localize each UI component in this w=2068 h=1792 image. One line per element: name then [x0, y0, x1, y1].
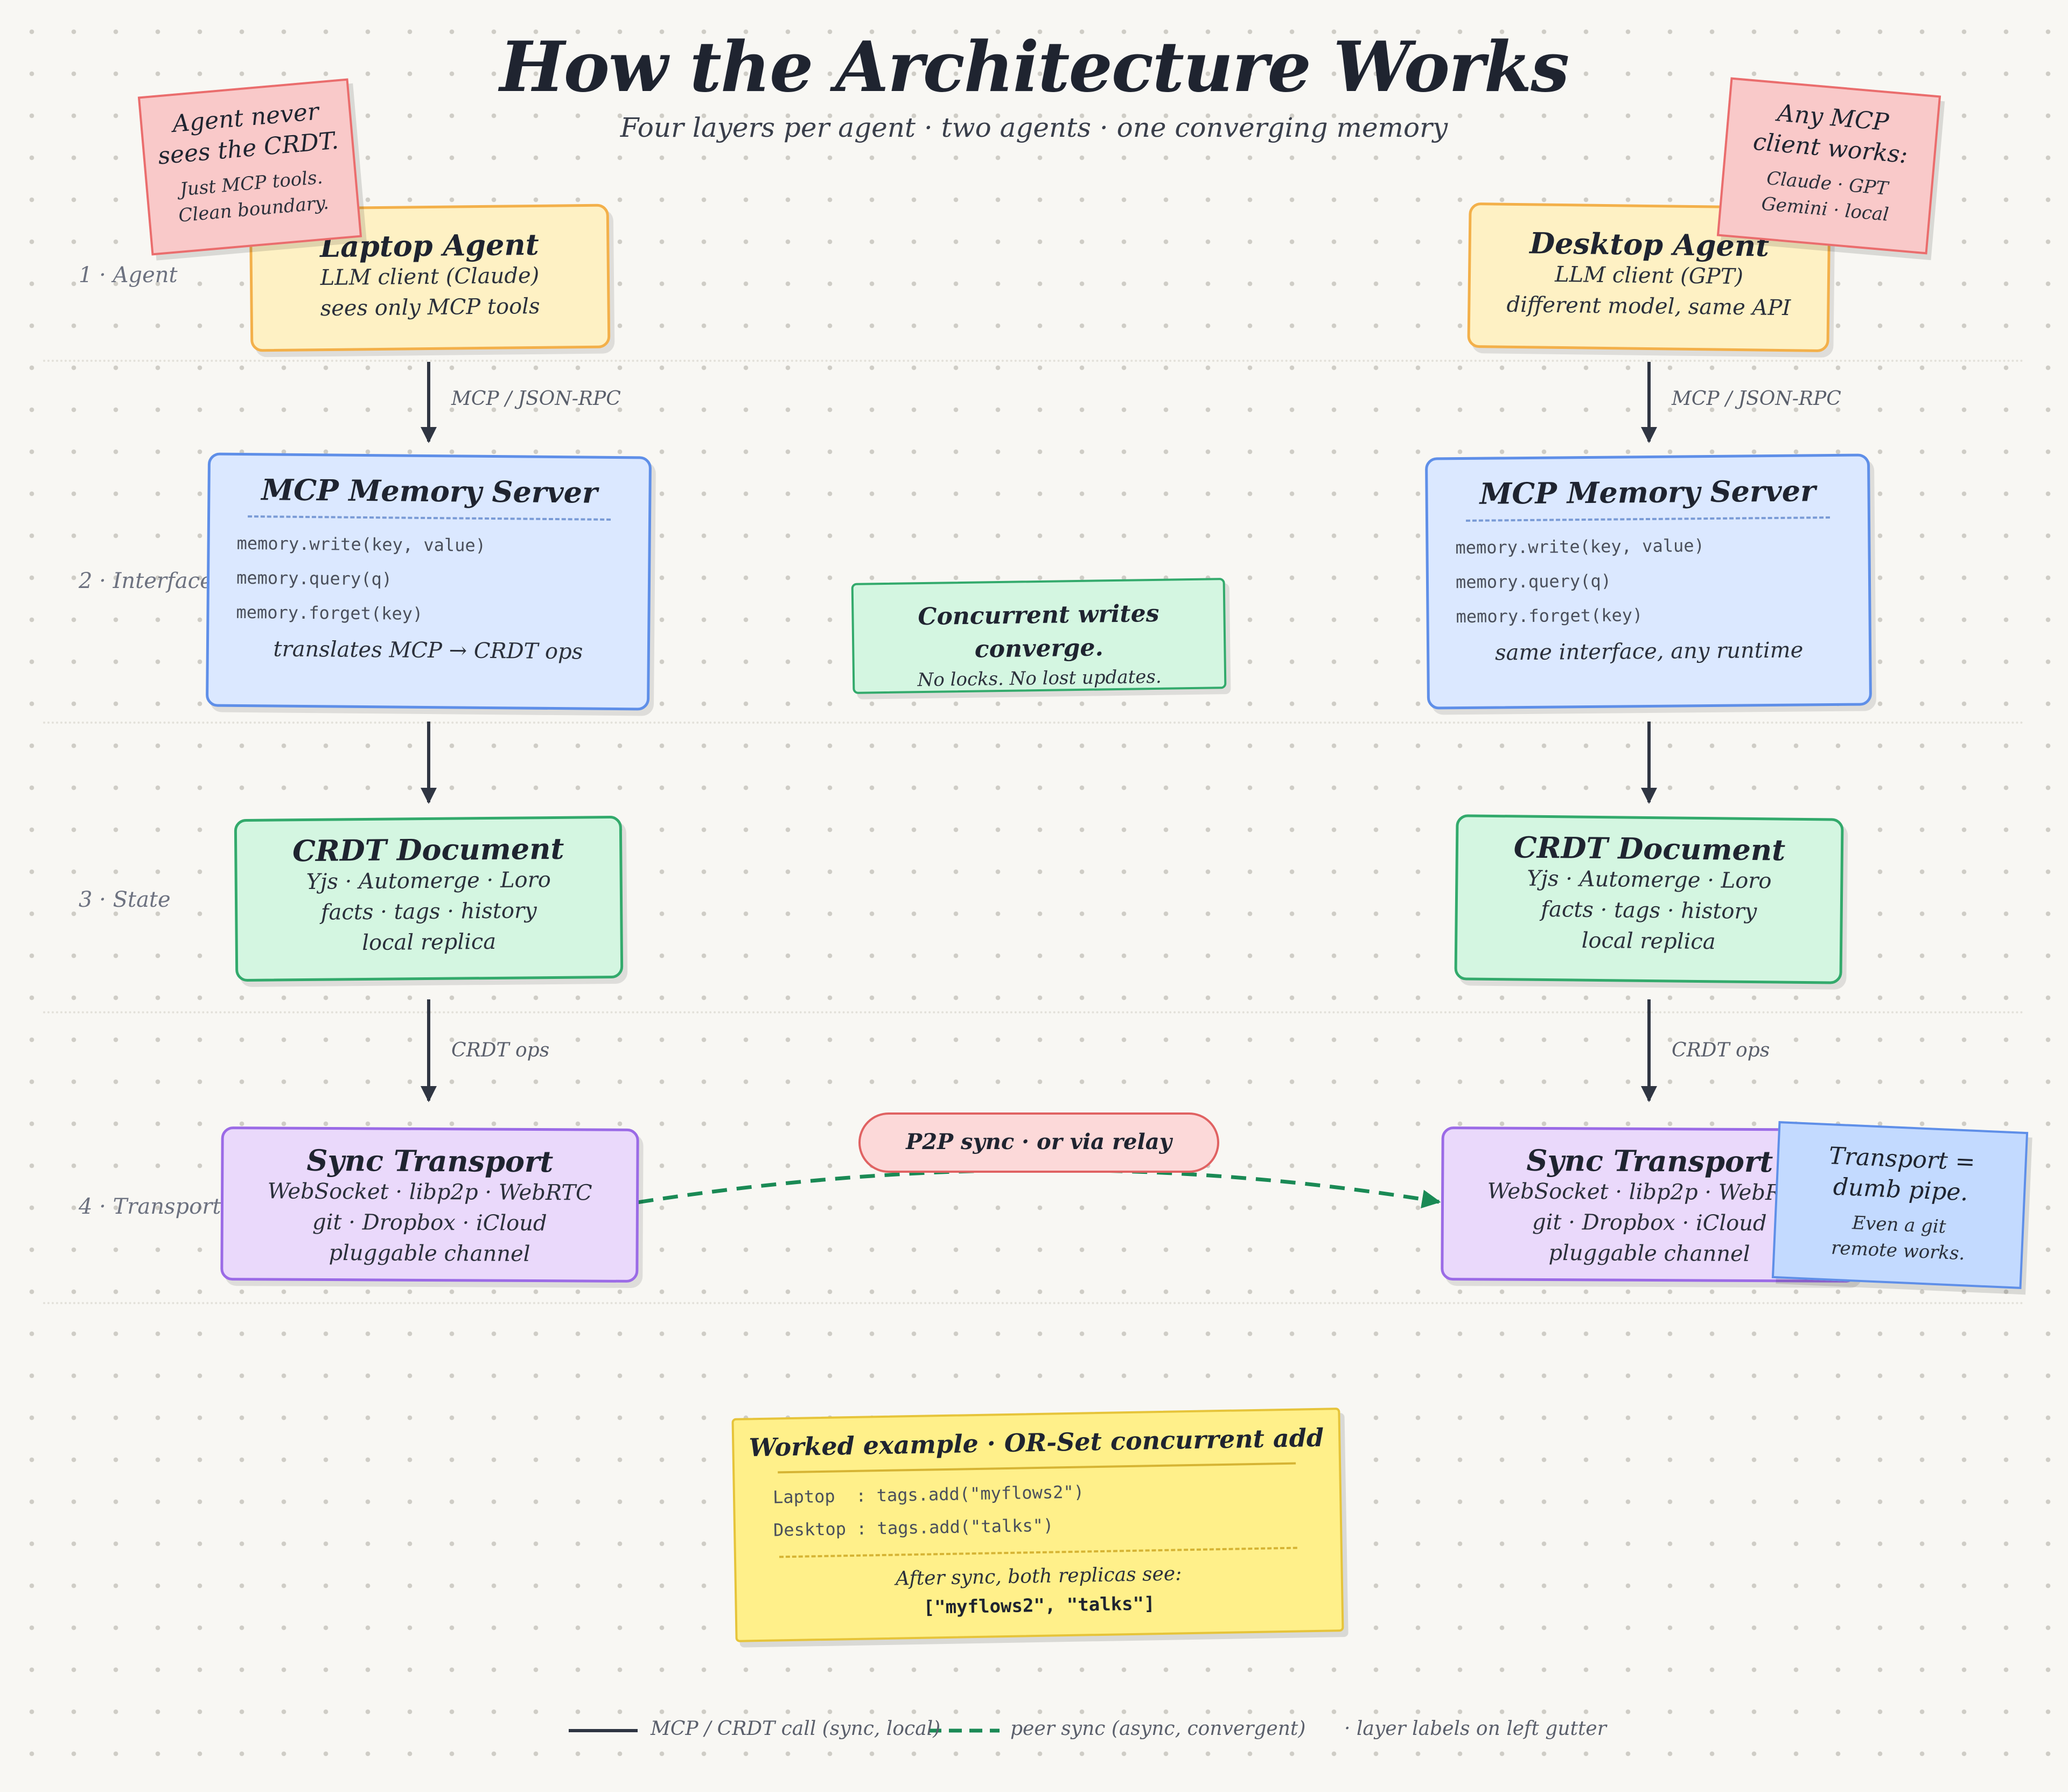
left-server-title: MCP Memory Server — [261, 472, 598, 510]
left-server-footer: translates MCP → CRDT ops — [273, 636, 583, 664]
layer-separator — [43, 722, 2025, 724]
desktop-agent-client: LLM client (GPT) — [1554, 262, 1744, 290]
right-server-title: MCP Memory Server — [1479, 473, 1816, 511]
left-server-divider — [248, 515, 611, 521]
right-server-footer: same interface, any runtime — [1494, 638, 1804, 666]
left-sync-caption: pluggable channel — [329, 1241, 530, 1266]
page-subtitle: Four layers per agent · two agents · one… — [620, 112, 1448, 143]
right-crdt-title: CRDT Document — [1513, 830, 1786, 867]
left-sync-title: Sync Transport — [306, 1143, 554, 1179]
example-divider-dashed — [779, 1546, 1297, 1558]
right-crdt-libraries: Yjs · Automerge · Loro — [1527, 866, 1772, 894]
legend-gutter-label: · layer labels on left gutter — [1344, 1718, 1606, 1740]
page-title: How the Architecture Works — [499, 27, 1570, 108]
right-crdt-replica: local replica — [1581, 928, 1716, 955]
right-server-divider — [1465, 516, 1830, 522]
left-sync-protocols: WebSocket · libp2p · WebRTC — [267, 1179, 592, 1206]
laptop-agent-client: LLM client (Claude) — [320, 263, 540, 291]
left-sync-storage: git · Dropbox · iCloud — [312, 1210, 547, 1236]
right-crdt-document-node: CRDT Document Yjs · Automerge · Loro fac… — [1454, 814, 1844, 984]
left-crdt-libraries: Yjs · Automerge · Loro — [306, 867, 551, 895]
layer-label-agent: 1 · Agent — [79, 263, 178, 288]
layer-label-state: 3 · State — [79, 887, 171, 912]
layer-label-interface: 2 · Interface — [79, 569, 213, 593]
right-server-forget: memory.forget(key) — [1456, 605, 1643, 627]
desktop-agent-caption: different model, same API — [1506, 292, 1791, 321]
legend-dashed-label: peer sync (async, convergent) — [1010, 1718, 1306, 1740]
worked-example-card: Worked example · OR-Set concurrent add L… — [731, 1408, 1344, 1642]
legend-solid-label: MCP / CRDT call (sync, local) — [651, 1718, 941, 1740]
note-concurrent-writes-converge: Concurrent writes converge. No locks. No… — [851, 578, 1227, 694]
note-any-mcp-client: Any MCP client works: Claude · GPT Gemin… — [1716, 77, 1941, 255]
left-sync-transport-node: Sync Transport WebSocket · libp2p · WebR… — [220, 1126, 639, 1283]
edge-label-mcp-left: MCP / JSON-RPC — [451, 388, 621, 410]
converge-title: Concurrent writes converge. — [918, 599, 1159, 663]
p2p-sync-pill: P2P sync · or via relay — [858, 1112, 1219, 1173]
layer-label-transport: 4 · Transport — [79, 1194, 221, 1219]
laptop-agent-caption: sees only MCP tools — [320, 294, 540, 321]
example-divider — [778, 1462, 1296, 1474]
right-server-query: memory.query(q) — [1455, 570, 1612, 593]
left-server-query: memory.query(q) — [236, 568, 393, 590]
note-transport-dumb-pipe: Transport = dumb pipe. Even a git remote… — [1771, 1121, 2029, 1289]
left-server-write: memory.write(key, value) — [236, 533, 486, 556]
edge-label-crdt-right: CRDT ops — [1672, 1039, 1770, 1061]
layer-separator — [43, 1011, 2025, 1013]
edge-label-crdt-left: CRDT ops — [451, 1039, 550, 1061]
peer-sync-connector — [612, 1168, 1441, 1213]
edge-label-mcp-right: MCP / JSON-RPC — [1672, 388, 1841, 410]
left-crdt-document-node: CRDT Document Yjs · Automerge · Loro fac… — [234, 815, 624, 982]
left-server-forget: memory.forget(key) — [236, 602, 423, 625]
layer-separator — [43, 360, 2025, 362]
example-title: Worked example · OR-Set concurrent add — [749, 1423, 1324, 1462]
left-crdt-title: CRDT Document — [292, 831, 564, 869]
left-crdt-replica: local replica — [362, 929, 497, 956]
left-crdt-contents: facts · tags · history — [320, 898, 537, 925]
right-server-write: memory.write(key, value) — [1455, 535, 1704, 558]
right-mcp-server-node: MCP Memory Server memory.write(key, valu… — [1424, 453, 1873, 710]
left-mcp-server-node: MCP Memory Server memory.write(key, valu… — [205, 452, 652, 711]
layer-separator — [43, 1302, 2025, 1304]
converge-subtitle: No locks. No lost updates. — [917, 666, 1162, 691]
right-crdt-contents: facts · tags · history — [1541, 897, 1757, 925]
note-agent-never-sees-crdt: Agent never sees the CRDT. Just MCP tool… — [137, 78, 362, 256]
